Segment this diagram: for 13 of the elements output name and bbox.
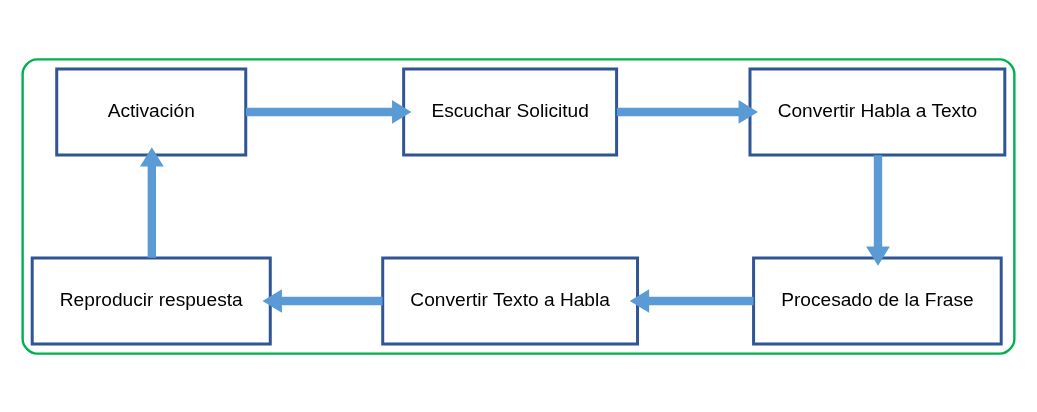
arrow (262, 288, 383, 313)
arrow (629, 288, 754, 313)
node-box: Activación (55, 66, 248, 157)
node-box: Convertir Habla a Texto (748, 66, 1007, 157)
node-box: Convertir Texto a Habla (381, 255, 640, 346)
arrow (139, 146, 164, 258)
node-box: Escuchar Solicitud (402, 66, 619, 157)
arrow (616, 99, 758, 124)
arrow (866, 154, 890, 266)
arrow (246, 99, 412, 124)
node-box: Reproducir respuesta (30, 255, 272, 346)
cluster (21, 57, 1016, 355)
node-box: Procesado de la Frase (752, 255, 1003, 346)
